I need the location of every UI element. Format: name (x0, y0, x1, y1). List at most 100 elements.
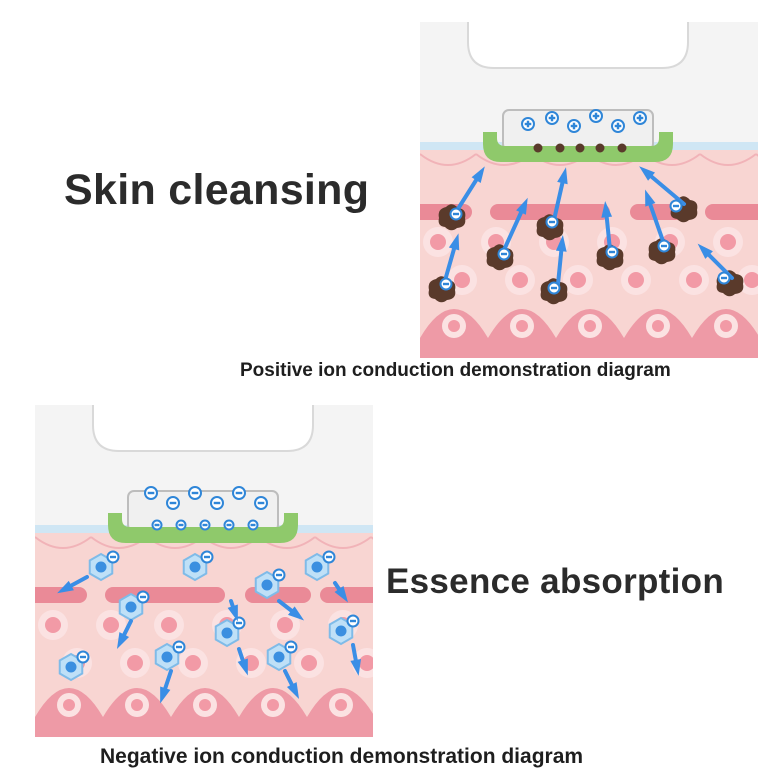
essence-core (221, 627, 233, 639)
skin-cleansing-diagram (420, 22, 758, 358)
skin-cell-nucleus (652, 320, 664, 332)
arrow-head-icon (516, 197, 528, 215)
epidermis-curve (314, 536, 372, 549)
epidermis-curve (699, 153, 757, 166)
skin-cell-nucleus (584, 320, 596, 332)
skin-cell-nucleus (512, 272, 528, 288)
arrow-head-icon (116, 632, 130, 650)
skin-layer-band (705, 204, 758, 220)
arrow-head-icon (697, 243, 713, 259)
essence-core (65, 661, 77, 673)
arrow-icon (646, 196, 666, 246)
negative-ion-icon (346, 614, 360, 628)
essence-core (311, 561, 323, 573)
negative-ion-icon (449, 207, 463, 221)
dirt-particle-icon (617, 143, 627, 153)
skin-cell-nucleus (63, 699, 75, 711)
arrow-head-icon (334, 586, 348, 603)
skin-cell-nucleus (267, 699, 279, 711)
skin-cleansing-heading: Skin cleansing (64, 166, 370, 214)
negative-ion-icon (144, 486, 158, 500)
arrow-icon (454, 172, 482, 214)
skin-cell-nucleus (430, 234, 446, 250)
arrow-head-icon (57, 580, 74, 594)
essence-core (95, 561, 107, 573)
epidermis-curve (35, 536, 92, 549)
arrow-icon (552, 174, 566, 222)
epidermis-curve (420, 153, 477, 166)
negative-ion-icon (547, 281, 561, 295)
skin-layer-band (35, 587, 87, 603)
dirt-particle-icon (575, 143, 585, 153)
skin-layer-band (320, 587, 373, 603)
essence-core (261, 579, 273, 591)
skin-cell-nucleus (131, 699, 143, 711)
skin-cell-nucleus (744, 272, 758, 288)
essence-core (273, 651, 285, 663)
skin-cell-nucleus (570, 272, 586, 288)
arrow-head-icon (288, 606, 305, 621)
skin-cell-nucleus (448, 320, 460, 332)
negative-ion-caption: Negative ion conduction demonstration di… (100, 745, 584, 768)
skin-cell-nucleus (103, 617, 119, 633)
arrow-head-icon (645, 189, 656, 207)
arrow-head-icon (639, 166, 655, 181)
skin-cleansing-illustration (420, 22, 758, 358)
arrow-icon (644, 170, 686, 206)
arrow-head-icon (448, 233, 460, 251)
negative-ion-icon (106, 550, 120, 564)
positive-ion-icon (589, 109, 603, 123)
skin-cell-nucleus (335, 699, 347, 711)
essence-core (161, 651, 173, 663)
dirt-particle-icon (533, 143, 543, 153)
negative-ion-icon (322, 550, 336, 564)
device-probe-icon (467, 22, 689, 162)
negative-ion-icon (175, 519, 187, 531)
negative-ion-icon (200, 550, 214, 564)
negative-ion-icon (76, 650, 90, 664)
negative-ion-icon (284, 640, 298, 654)
skin-cell-nucleus (720, 234, 736, 250)
negative-ion-icon (657, 239, 671, 253)
arrow-head-icon (350, 658, 362, 676)
negative-ion-icon (151, 519, 163, 531)
arrow-head-icon (471, 166, 485, 183)
essence-absorption-heading: Essence absorption (386, 562, 725, 601)
skin-cell-nucleus (359, 655, 373, 671)
arrow-icon (502, 204, 526, 252)
skin-cell-nucleus (161, 617, 177, 633)
negative-ion-icon (605, 245, 619, 259)
essence-absorption-illustration (35, 405, 373, 737)
skin-cell-nucleus (199, 699, 211, 711)
arrow-head-icon (286, 682, 300, 700)
negative-ion-icon (717, 271, 731, 285)
negative-ion-icon (669, 199, 683, 213)
dirt-particle-icon (555, 143, 565, 153)
skin-cell-nucleus (628, 272, 644, 288)
skin-cell-nucleus (127, 655, 143, 671)
positive-ion-icon (545, 111, 559, 125)
arrow-head-icon (601, 201, 613, 218)
skin-cell-nucleus (301, 655, 317, 671)
negative-ion-icon (210, 496, 224, 510)
negative-ion-icon (497, 247, 511, 261)
skin-cell-nucleus (454, 272, 470, 288)
skin-cell-nucleus (45, 617, 61, 633)
dirt-particle-icon (595, 143, 605, 153)
negative-ion-icon (223, 519, 235, 531)
skin-cell-nucleus (720, 320, 732, 332)
essence-core (125, 601, 137, 613)
negative-ion-icon (439, 277, 453, 291)
skin-cell-nucleus (686, 272, 702, 288)
negative-ion-icon (136, 590, 150, 604)
skin-cell-nucleus (185, 655, 201, 671)
negative-ion-icon (232, 616, 246, 630)
negative-ion-icon (254, 496, 268, 510)
skin-cell-nucleus (277, 617, 293, 633)
positive-ion-icon (521, 117, 535, 131)
positive-ion-icon (611, 119, 625, 133)
arrow-head-icon (227, 604, 238, 622)
negative-ion-icon (166, 496, 180, 510)
arrow-icon (442, 240, 458, 286)
essence-core (189, 561, 201, 573)
